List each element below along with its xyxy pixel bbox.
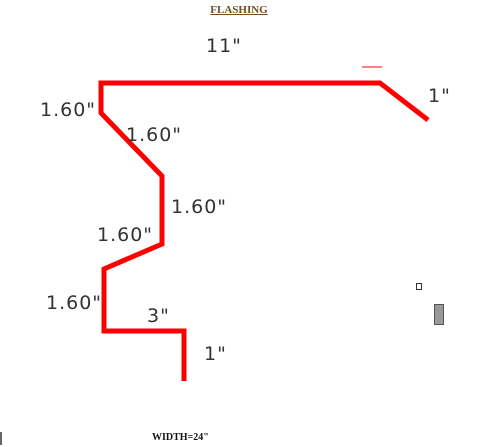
flashing-profile-line bbox=[98, 80, 430, 381]
dimension-right-hem: 1" bbox=[428, 85, 451, 107]
dimension-second-diagonal: 1.60" bbox=[97, 224, 154, 246]
dimension-middle-vertical: 1.60" bbox=[171, 196, 228, 218]
drawing-title: FLASHING bbox=[210, 4, 268, 16]
left-edge-mark bbox=[0, 432, 2, 445]
dimension-first-diagonal: 1.60" bbox=[126, 124, 183, 146]
small-square-marker bbox=[416, 283, 422, 290]
dimension-top-segment: 11" bbox=[206, 35, 242, 57]
dimension-lower-left-vertical: 1.60" bbox=[46, 292, 103, 314]
dimension-bottom-segment: 3" bbox=[147, 305, 170, 327]
edge-scroll-tab[interactable] bbox=[434, 304, 444, 325]
width-label: WIDTH=24" bbox=[152, 432, 209, 443]
flashing-profile-drawing bbox=[98, 66, 430, 381]
dimension-bottom-leg: 1" bbox=[204, 343, 227, 365]
dimension-upper-left-vertical: 1.60" bbox=[40, 99, 97, 121]
